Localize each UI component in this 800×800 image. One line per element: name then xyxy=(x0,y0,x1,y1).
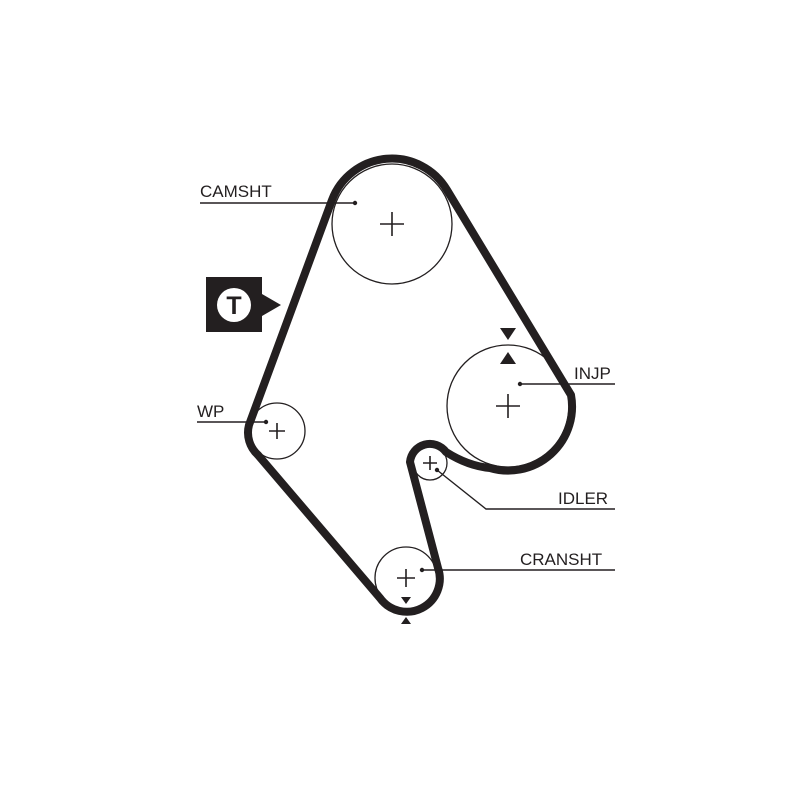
crank-mark-up-icon xyxy=(401,617,411,624)
injp-center-cross xyxy=(496,394,520,418)
leader-dots xyxy=(263,200,523,573)
water-pump-label: WP xyxy=(197,402,224,421)
timing-marks xyxy=(401,328,516,624)
crank-center-cross xyxy=(397,569,415,587)
idler-leader xyxy=(436,469,615,510)
injp-mark-up-icon xyxy=(500,352,516,364)
camshaft-label: CAMSHT xyxy=(200,182,272,201)
crank-mark-down-icon xyxy=(401,597,411,604)
leader-lines xyxy=(197,202,615,571)
idler-label: IDLER xyxy=(558,489,608,508)
injection-pump-label: INJP xyxy=(574,364,611,383)
center-marks xyxy=(269,212,520,587)
injp-mark-down-icon xyxy=(500,328,516,340)
timing-belt xyxy=(244,154,577,616)
wp-center-cross xyxy=(269,423,285,439)
tensioner-badge-letter: T xyxy=(226,292,241,320)
camshaft-pulley xyxy=(331,163,453,285)
camshaft-center-cross xyxy=(380,212,404,236)
idler-center-cross xyxy=(423,456,437,470)
tensioner-badge: T xyxy=(206,277,281,332)
crankshaft-label: CRANSHT xyxy=(520,550,602,569)
